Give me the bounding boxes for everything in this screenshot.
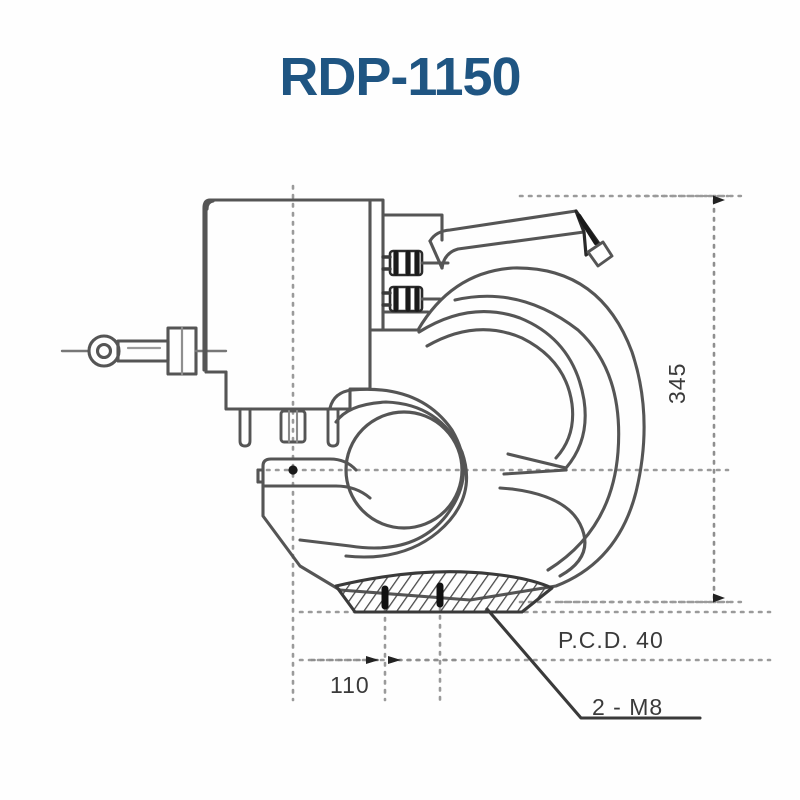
dimension-label-345: 345	[664, 362, 690, 404]
motor-housing	[202, 198, 372, 411]
jaw-throat	[298, 387, 469, 559]
mounting-base-section	[334, 570, 554, 614]
handle-arm	[428, 209, 614, 270]
eye-bolt-assembly	[60, 326, 228, 376]
c-frame-body	[381, 266, 646, 602]
dimension-label-110: 110	[330, 672, 370, 698]
dimension-345	[558, 194, 744, 604]
bottom-pins	[238, 407, 340, 448]
hydraulic-couplers	[381, 249, 450, 313]
page-title: RDP-1150	[279, 47, 521, 107]
dimension-label-pcd: P.C.D. 40	[558, 627, 664, 653]
callout-label-m8: 2 - M8	[592, 694, 664, 720]
leader-line-m8	[485, 607, 702, 720]
centerlines	[256, 184, 772, 702]
frame-ribs	[417, 309, 587, 578]
